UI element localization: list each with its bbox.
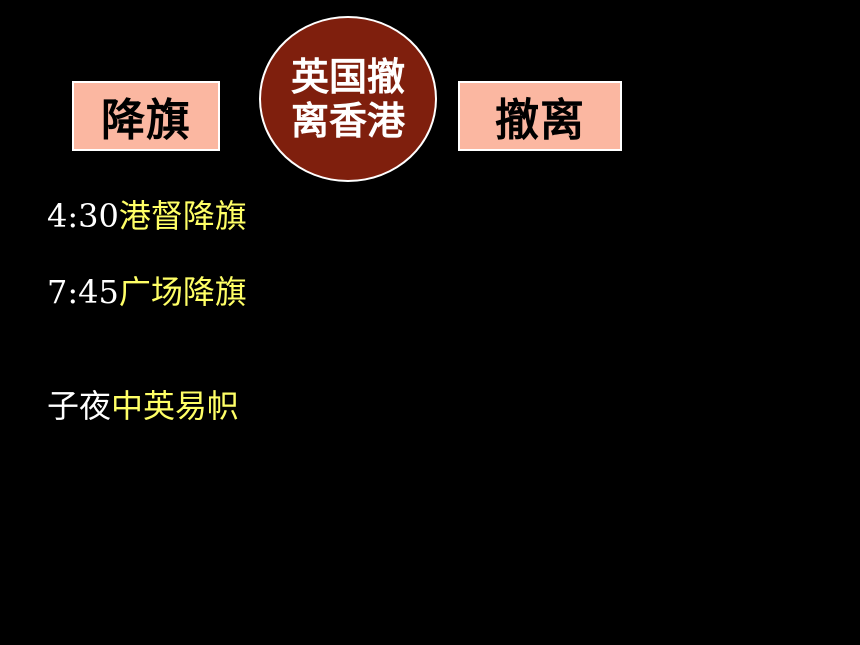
event-line-square-flag: 7:45广场降旗 (47, 272, 247, 312)
event-text: 中英易帜 (111, 387, 240, 425)
uk-withdraw-hk-circle: 英国撤 离香港 (259, 16, 437, 182)
flag-lowering-box: 降旗 (72, 81, 220, 151)
event-text: 广场降旗 (118, 273, 247, 311)
event-prefix: 子夜 (47, 387, 112, 425)
event-time: 4:30 (47, 197, 119, 235)
circle-line-1: 英国撤 (290, 55, 405, 99)
flag-lowering-label: 降旗 (101, 95, 191, 146)
event-line-midnight-handover: 子夜中英易帜 (47, 386, 239, 426)
event-time: 7:45 (47, 273, 119, 311)
circle-line-2: 离香港 (290, 99, 405, 143)
event-text: 港督降旗 (118, 197, 247, 235)
withdrawal-label: 撤离 (495, 95, 585, 146)
event-line-governor-flag: 4:30港督降旗 (47, 196, 247, 236)
withdrawal-box: 撤离 (458, 81, 622, 151)
